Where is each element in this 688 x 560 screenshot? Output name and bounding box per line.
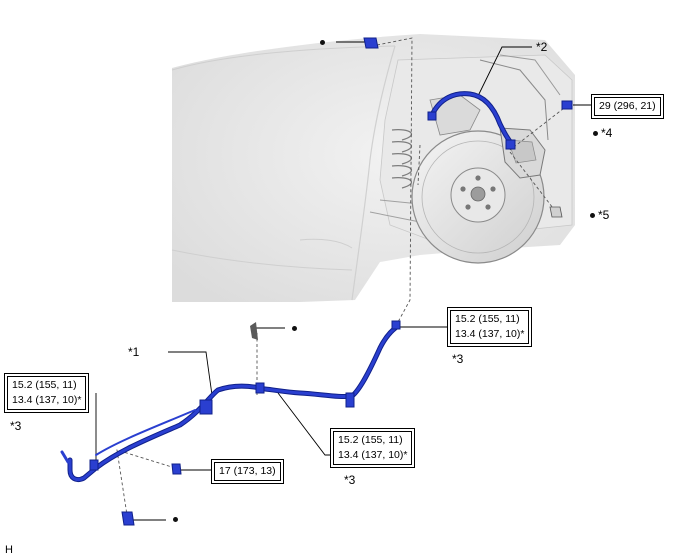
marker-dot: [292, 326, 297, 331]
torque-value-alt: 13.4 (137, 10)*: [338, 449, 408, 461]
torque-box-middle-right: 15.2 (155, 11) 13.4 (137, 10)*: [447, 307, 533, 347]
marker-dot: [173, 517, 178, 522]
torque-value: 15.2 (155, 11): [12, 379, 77, 391]
brake-disc: [411, 127, 546, 264]
torque-value: 17 (173, 13): [219, 465, 276, 477]
torque-value: 15.2 (155, 11): [338, 434, 403, 446]
marker-dot: [320, 40, 325, 45]
torque-box-center: 15.2 (155, 11) 13.4 (137, 10)*: [330, 428, 416, 468]
torque-value: 29 (296, 21): [599, 100, 656, 112]
marker-dot: [590, 213, 595, 218]
torque-value-alt: 13.4 (137, 10)*: [12, 394, 82, 406]
callout-3-left: *3: [10, 419, 22, 433]
torque-value-alt: 13.4 (137, 10)*: [455, 328, 525, 340]
callout-3-right: *3: [452, 352, 464, 366]
callout-4: *4: [601, 126, 613, 140]
torque-value: 15.2 (155, 11): [455, 313, 520, 325]
figure-code: H: [5, 544, 13, 556]
leader-lines-solid: [95, 41, 591, 521]
callout-2: *2: [536, 40, 548, 54]
clips-and-fittings: [89, 37, 573, 526]
callout-3-center: *3: [344, 473, 356, 487]
marker-dot: [593, 131, 598, 136]
torque-box-top-right: 29 (296, 21): [591, 94, 664, 119]
callout-5: *5: [598, 208, 610, 222]
callout-1: *1: [128, 345, 140, 359]
torque-box-bottom: 17 (173, 13): [211, 459, 284, 484]
torque-box-left: 15.2 (155, 11) 13.4 (137, 10)*: [4, 373, 90, 413]
